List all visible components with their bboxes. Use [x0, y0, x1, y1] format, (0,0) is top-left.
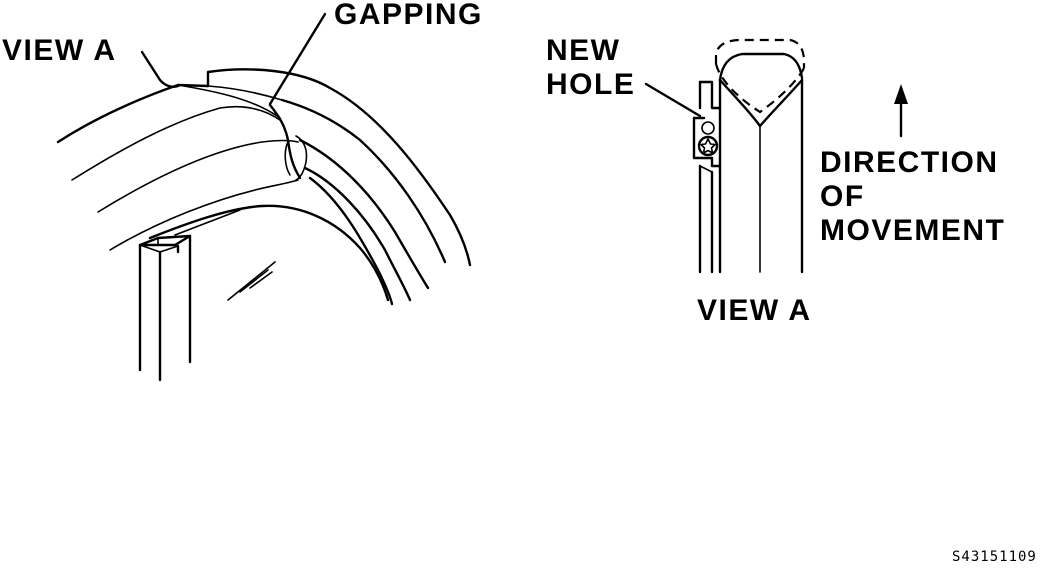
label-new-line1: NEW	[546, 34, 621, 67]
door-frame-perspective	[56, 12, 472, 382]
label-hole-line2: HOLE	[546, 68, 636, 101]
arrow-up-icon	[894, 84, 908, 104]
label-direction-line2: OF	[820, 180, 865, 213]
label-view-a-right: VIEW A	[697, 294, 812, 327]
label-direction-line1: DIRECTION	[820, 146, 999, 179]
label-gapping: GAPPING	[334, 0, 483, 31]
label-direction-line3: MOVEMENT	[820, 214, 1006, 247]
figure-id: S43151109	[952, 549, 1037, 565]
label-view-a-left: VIEW A	[2, 34, 117, 67]
view-a-section	[644, 38, 908, 274]
